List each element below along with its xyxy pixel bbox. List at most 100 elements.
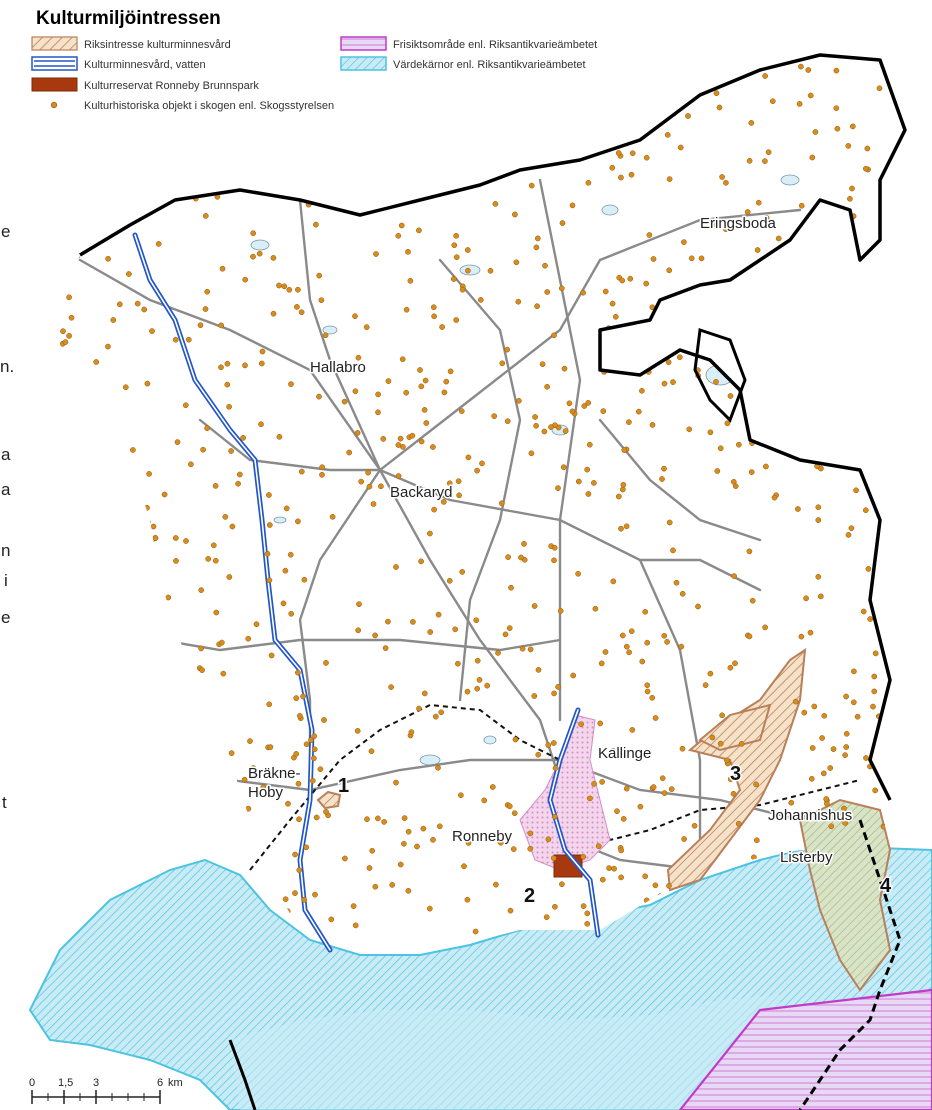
kulturobjekt-dot	[303, 741, 310, 748]
kulturobjekt-dot	[635, 408, 642, 415]
kulturobjekt-dot	[107, 670, 113, 677]
kulturobjekt-dot	[629, 150, 636, 157]
kulturobjekt-dot	[97, 677, 104, 683]
island-border	[693, 327, 747, 423]
kulturobjekt-dot	[872, 650, 879, 657]
kulturobjekt-dot	[515, 298, 522, 305]
kulturobjekt-dot	[849, 185, 855, 192]
kulturobjekt-dot	[619, 486, 626, 493]
kulturobjekt-dot	[550, 855, 557, 861]
kulturobjekt-dot	[688, 255, 695, 262]
kulturobjekt-dot	[405, 248, 411, 255]
riksintresse-areas	[316, 647, 892, 992]
kulturobjekt-dot	[849, 123, 856, 130]
kulturobjekt-dot	[295, 286, 301, 293]
kulturobjekt-dot	[474, 685, 481, 692]
kulturobjekt-dot	[864, 145, 871, 152]
kulturobjekt-dot	[643, 154, 650, 161]
kulturobjekt-dot	[643, 72, 650, 78]
kulturobjekt-dot	[255, 791, 262, 798]
kulturobjekt-dot	[652, 882, 659, 889]
kulturobjekt-dot	[474, 657, 481, 664]
kulturobjekt-dot	[882, 627, 889, 634]
kulturobjekt-dot	[615, 61, 622, 68]
kulturobjekt-dot	[166, 837, 173, 844]
kulturobjekt-dot	[209, 94, 216, 100]
place-johannishus: Johannishus	[768, 807, 852, 824]
kulturobjekt-dot	[123, 508, 129, 515]
kulturobjekt-dot	[702, 682, 709, 688]
kulturobjekt-dot	[164, 813, 171, 819]
kulturobjekt-dot	[679, 590, 686, 597]
kulturobjekt-dot	[427, 629, 434, 635]
kulturobjekt-dot	[88, 412, 94, 418]
kulturobjekt-dot	[397, 861, 404, 868]
kulturobjekt-dot	[893, 744, 900, 751]
kulturobjekt-dot	[103, 625, 110, 632]
kulturobjekt-dot	[388, 684, 394, 690]
kulturobjekt-dot	[373, 251, 379, 257]
kulturobjekt-dot	[709, 221, 716, 228]
kulturobjekt-dot	[258, 360, 265, 367]
kulturobjekt-dot	[887, 368, 894, 375]
kulturobjekt-dot	[401, 815, 408, 821]
kulturobjekt-dot	[627, 275, 634, 282]
kulturobjekt-dot	[609, 164, 616, 171]
kulturobjekt-dot	[187, 705, 194, 712]
kulturobjekt-dot	[698, 255, 705, 262]
kulturobjekt-dot	[62, 114, 69, 121]
kulturobjekt-dot	[188, 461, 194, 468]
kulturobjekt-dot	[110, 704, 117, 711]
kulturobjekt-dot	[874, 468, 881, 475]
kulturobjekt-dot	[578, 721, 584, 728]
legend-item-kulturobjekt: Kulturhistoriska objekt i skogen enl. Sk…	[50, 100, 334, 112]
kulturobjekt-dot	[727, 294, 733, 300]
kulturobjekt-dot	[815, 504, 822, 511]
kulturobjekt-dot	[409, 432, 416, 439]
kulturobjekt-dot	[395, 473, 402, 479]
kulturobjekt-dot	[732, 660, 738, 667]
kulturobjekt-dot	[552, 765, 559, 771]
kulturobjekt-dot	[276, 282, 282, 289]
kulturobjekt-dot	[870, 703, 876, 710]
kulturobjekt-dot	[666, 883, 672, 889]
kulturobjekt-dot	[110, 317, 117, 323]
kulturobjekt-dot	[438, 86, 444, 93]
kulturobjekt-dot	[101, 830, 108, 837]
kulturobjekt-dot	[744, 328, 750, 334]
kulturobjekt-dot	[254, 131, 260, 137]
kulturobjekt-dot	[420, 825, 427, 832]
kulturobjekt-dot	[116, 490, 123, 496]
kulturobjekt-dot	[560, 464, 567, 471]
kulturobjekt-dot	[361, 164, 368, 170]
kulturobjekt-dot	[405, 828, 412, 835]
kulturobjekt-dot	[66, 294, 72, 301]
kulturobjekt-dot	[833, 105, 840, 112]
kulturobjekt-dot	[200, 446, 206, 453]
kulturobjekt-dot	[126, 271, 132, 277]
kulturobjekt-dot	[266, 577, 273, 584]
kulturobjekt-dot	[843, 730, 850, 737]
kulturobjekt-dot	[222, 514, 229, 520]
kulturobjekt-dot	[220, 670, 227, 677]
kulturobjekt-dot	[152, 535, 159, 541]
kulturobjekt-dot	[253, 621, 260, 628]
kulturobjekt-dot	[204, 288, 211, 295]
kulturobjekt-dot	[618, 174, 624, 181]
kulturobjekt-dot	[637, 346, 643, 353]
kulturobjekt-dot	[185, 336, 192, 343]
kulturobjekt-dot	[175, 71, 182, 78]
kulturobjekt-dot	[144, 504, 150, 511]
kulturobjekt-dot	[504, 346, 511, 353]
kulturobjekt-dot	[397, 435, 404, 442]
kulturobjekt-dot	[435, 764, 441, 771]
kulturobjekt-dot	[626, 419, 632, 425]
kulturobjekt-dot	[820, 770, 827, 777]
kulturobjekt-dot	[401, 840, 407, 847]
kulturobjekt-dot	[165, 594, 172, 601]
kulturobjekt-dot	[727, 393, 734, 399]
scale-tick-0: 0	[29, 1077, 35, 1089]
kulturobjekt-dot	[873, 599, 879, 606]
kulturobjekt-dot	[637, 803, 644, 810]
